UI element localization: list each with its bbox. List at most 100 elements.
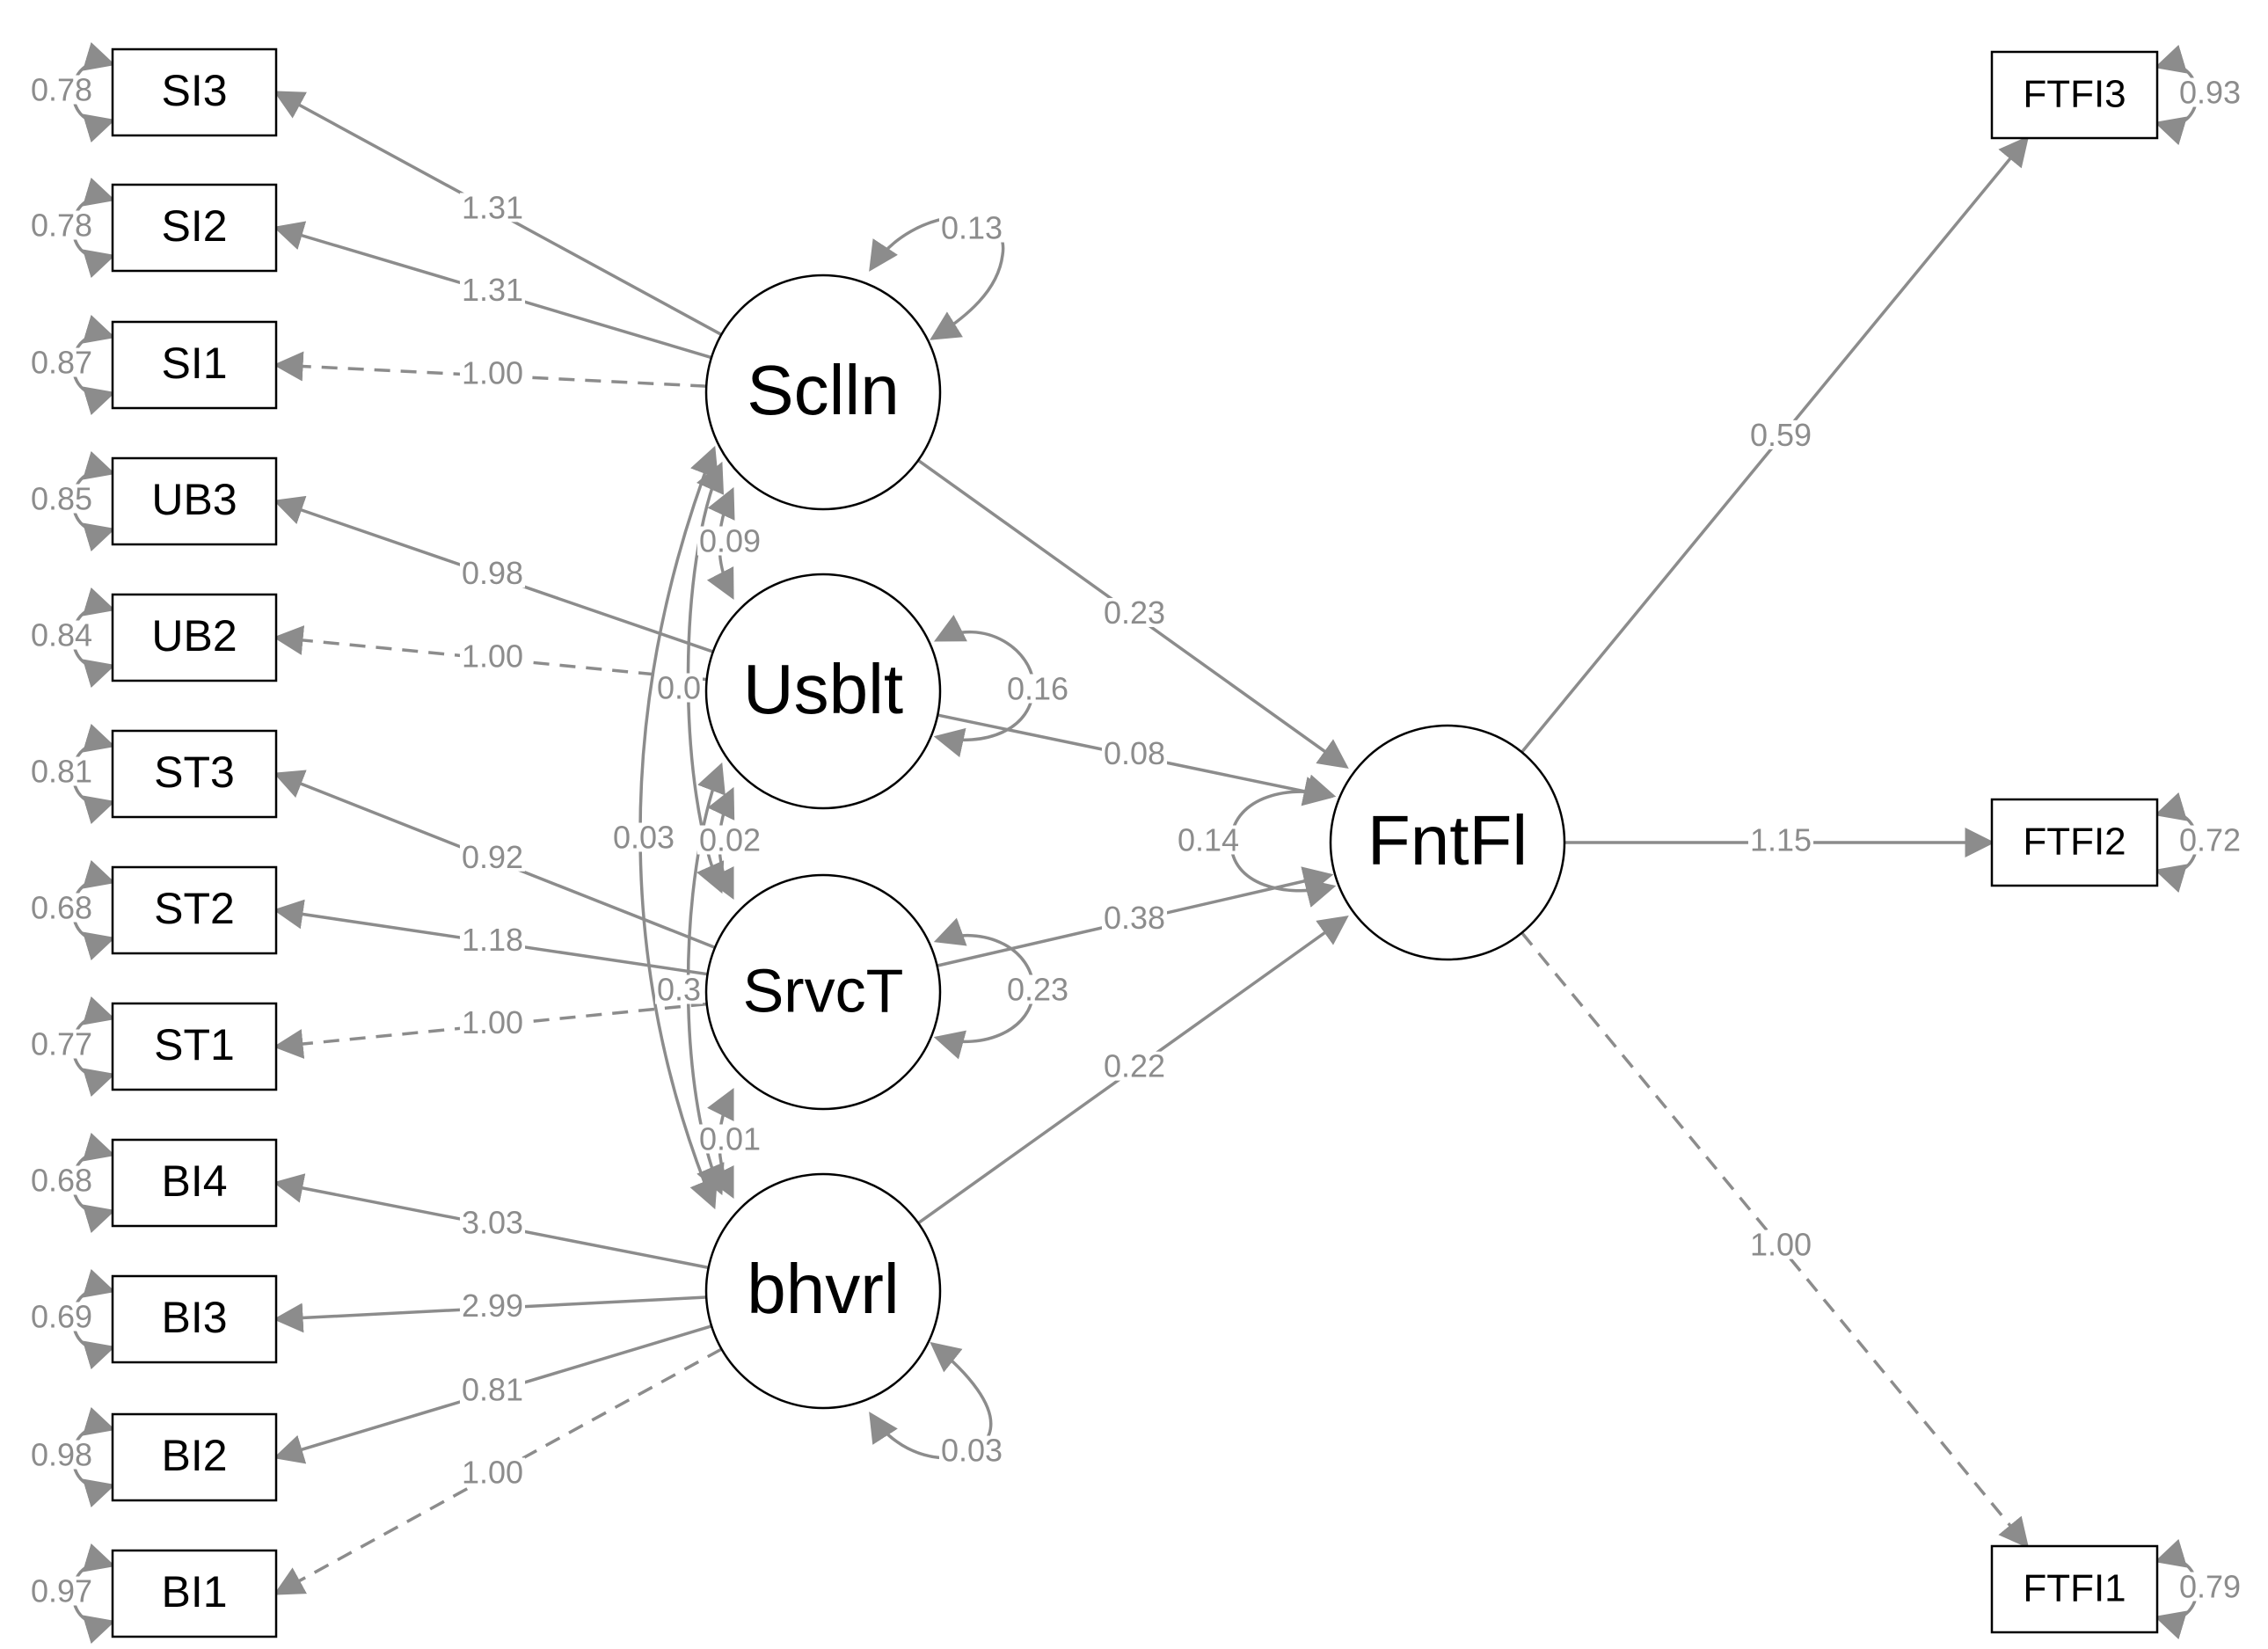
indicator-label-SI1: SI1 [161,339,227,388]
latent-circle-SrvcT [704,873,942,1111]
regression-label-SrvcT-bg [1101,902,1168,932]
covariance-label-Usblt-SrvcT-bg [696,825,763,855]
latent-node-SrvcT: SrvcT [704,873,942,1111]
indicator-box-ST1: ST1 [111,1002,278,1091]
loading-label-ST1: 1.00 [462,1004,523,1040]
indicator-label-BI2: BI2 [161,1431,227,1480]
latent-label-bhvrl: bhvrl [747,1250,899,1328]
latent-circle-Sclln [704,274,942,511]
indicator-box-BI4: BI4 [111,1138,278,1228]
indicator-label-ST1: ST1 [154,1020,235,1069]
covariance-label-Sclln-SrvcT: 0.0 [657,670,701,706]
loading-label-FTFI2-bg [1747,825,1814,855]
covariance-label-Sclln-bhvrl-bg [610,822,677,852]
latent-label-Usblt: Usblt [743,650,903,728]
loading-label-FTFI2: 1.15 [1750,822,1812,858]
loading-label-SI1-bg [459,358,526,388]
indicator-box-BI2: BI2 [111,1412,278,1502]
covariance-label-Sclln-Usblt: 0.09 [699,523,761,559]
residual-label-FTFI3-bg [2177,77,2243,107]
indicator-rect-ST3 [111,729,278,819]
indicator-box-FTFI2: FTFI2 [1990,798,2159,887]
residual-label-FTFI3: 0.93 [2179,75,2241,111]
indicator-rect-BI3 [111,1274,278,1364]
indicator-box-SI1: SI1 [111,320,278,410]
latent-node-FntFl: FntFl [1329,724,1566,961]
indicator-rect-SI3 [111,47,278,137]
variance-loop-FntFl [1229,774,1337,908]
loading-edge-bhvrl-BI1 [273,1347,723,1595]
residual-label-BI3: 0.69 [31,1299,92,1335]
variance-label-Usblt: 0.16 [1007,671,1068,707]
loading-label-ST1-bg [459,1008,526,1038]
indicator-box-SI2: SI2 [111,183,278,273]
covariance-label-Sclln-Usblt-bg [696,526,763,556]
residual-label-ST2: 0.68 [31,890,92,926]
indicator-box-BI1: BI1 [111,1549,278,1638]
loading-label-ST2: 1.18 [462,922,523,958]
indicator-rect-UB3 [111,456,278,546]
loading-label-BI4: 3.03 [462,1205,523,1241]
indicator-rect-BI2 [111,1412,278,1502]
covariance-label-Sclln-bhvrl: 0.03 [613,820,675,856]
indicator-label-FTFI2: FTFI2 [2023,821,2126,864]
residual-label-BI4-bg [28,1165,95,1195]
residual-label-BI1: 0.97 [31,1573,92,1609]
residual-label-FTFI1: 0.79 [2179,1569,2241,1605]
indicator-rect-SI1 [111,320,278,410]
indicator-box-BI3: BI3 [111,1274,278,1364]
loading-label-UB2: 1.00 [462,638,523,674]
indicator-label-BI1: BI1 [161,1567,227,1616]
covariance-label-Usblt-bhvrl: 0.3 [657,972,701,1008]
residual-label-ST1: 0.77 [31,1026,92,1062]
loading-label-ST3: 0.92 [462,839,523,875]
regression-label-bhvrl-bg [1101,1051,1168,1081]
indicator-label-SI3: SI3 [161,66,227,115]
variance-label-Sclln-bg [938,213,1005,243]
residual-label-UB3-bg [28,484,95,514]
loading-label-FTFI1-bg [1747,1229,1814,1259]
variance-label-Usblt-bg [1004,674,1071,704]
loading-label-BI2-bg [459,1375,526,1405]
indicator-rect-FTFI2 [1990,798,2159,887]
indicator-label-FTFI1: FTFI1 [2023,1567,2126,1610]
loading-label-ST2-bg [459,924,526,954]
residual-label-BI1-bg [28,1576,95,1606]
latent-circle-FntFl [1329,724,1566,961]
residual-label-FTFI2: 0.72 [2179,822,2241,858]
loading-label-FTFI1: 1.00 [1750,1227,1812,1263]
loading-label-SI2: 1.31 [462,272,523,308]
indicator-rect-FTFI1 [1990,1544,2159,1634]
residual-label-BI2-bg [28,1440,95,1470]
variance-label-FntFl: 0.14 [1178,822,1239,858]
indicator-rect-FTFI3 [1990,50,2159,140]
indicator-rect-BI1 [111,1549,278,1638]
variance-loop-Sclln [869,215,1005,340]
indicator-label-BI3: BI3 [161,1293,227,1342]
loading-label-FTFI3-bg [1747,420,1814,449]
indicator-label-ST3: ST3 [154,748,235,797]
indicator-label-SI2: SI2 [161,201,227,251]
indicator-box-ST3: ST3 [111,729,278,819]
latent-circle-bhvrl [704,1172,942,1410]
residual-label-ST3: 0.81 [31,754,92,790]
loading-label-UB3: 0.98 [462,555,523,591]
variance-label-SrvcT-bg [1004,974,1071,1004]
indicator-box-ST2: ST2 [111,865,278,955]
indicator-box-FTFI3: FTFI3 [1990,50,2159,140]
variance-label-bhvrl: 0.03 [941,1433,1003,1469]
loading-label-BI3: 2.99 [462,1288,523,1324]
regression-label-SrvcT: 0.38 [1104,900,1165,936]
residual-label-UB3: 0.85 [31,481,92,517]
loading-label-BI3-bg [459,1290,526,1320]
residual-label-BI2: 0.98 [31,1437,92,1473]
residual-label-BI4: 0.68 [31,1163,92,1199]
latent-node-Sclln: Sclln [704,274,942,511]
regression-label-bhvrl: 0.22 [1104,1048,1165,1084]
indicator-box-SI3: SI3 [111,47,278,137]
residual-label-SI1-bg [28,347,95,377]
loading-label-SI1: 1.00 [462,355,523,391]
loading-label-FTFI3: 0.59 [1750,417,1812,453]
latent-node-bhvrl: bhvrl [704,1172,942,1410]
indicator-box-FTFI1: FTFI1 [1990,1544,2159,1634]
